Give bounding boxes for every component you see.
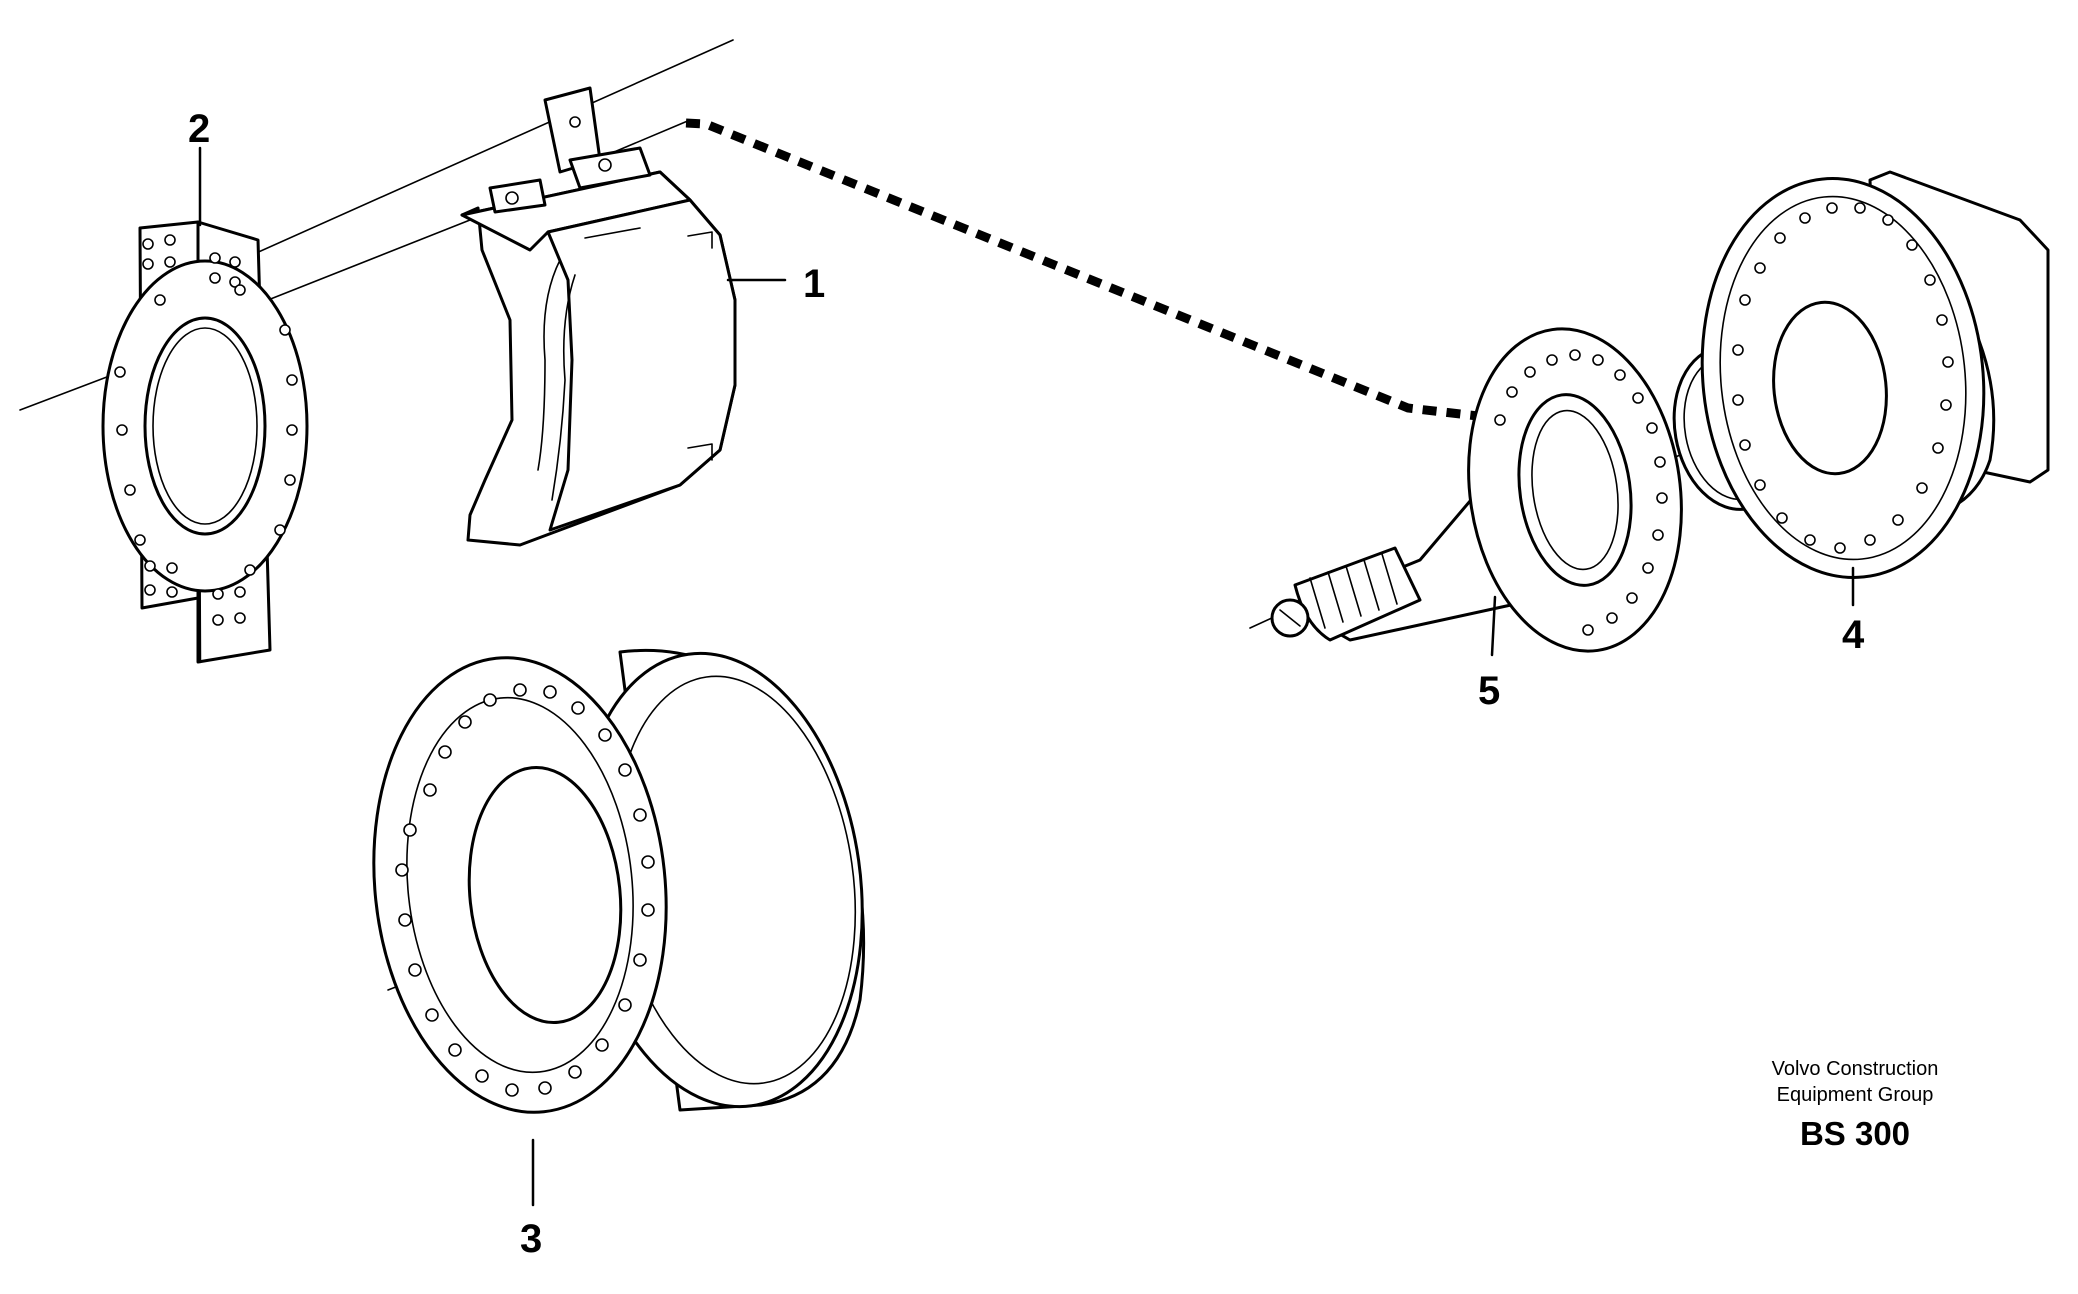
leader-lines	[198, 146, 1855, 1207]
brake-disc	[372, 648, 866, 1114]
bolt-holes-hub	[1732, 202, 1954, 554]
drawing-code: BS 300	[1800, 1115, 1910, 1152]
callout-4: 4	[1842, 613, 1865, 657]
callout-5: 5	[1478, 669, 1500, 713]
bolt-holes-shaft-flange	[1494, 349, 1668, 636]
bolt-holes-plate	[114, 234, 298, 626]
callout-2: 2	[188, 107, 210, 151]
drive-shaft	[1270, 327, 1683, 653]
callout-3: 3	[520, 1217, 542, 1261]
dashed-assembly-path	[685, 118, 1479, 421]
brand-line-1: Volvo Construction	[1772, 1058, 1939, 1080]
footer-branding: Volvo Construction Equipment Group BS 30…	[1772, 1058, 1939, 1152]
brake-caliper	[460, 86, 737, 547]
bolt-holes-disc	[395, 683, 655, 1097]
hub-housing	[1700, 170, 2050, 579]
callout-1: 1	[803, 262, 825, 306]
brand-line-2: Equipment Group	[1777, 1084, 1934, 1106]
brake-pad-plate	[101, 220, 309, 664]
